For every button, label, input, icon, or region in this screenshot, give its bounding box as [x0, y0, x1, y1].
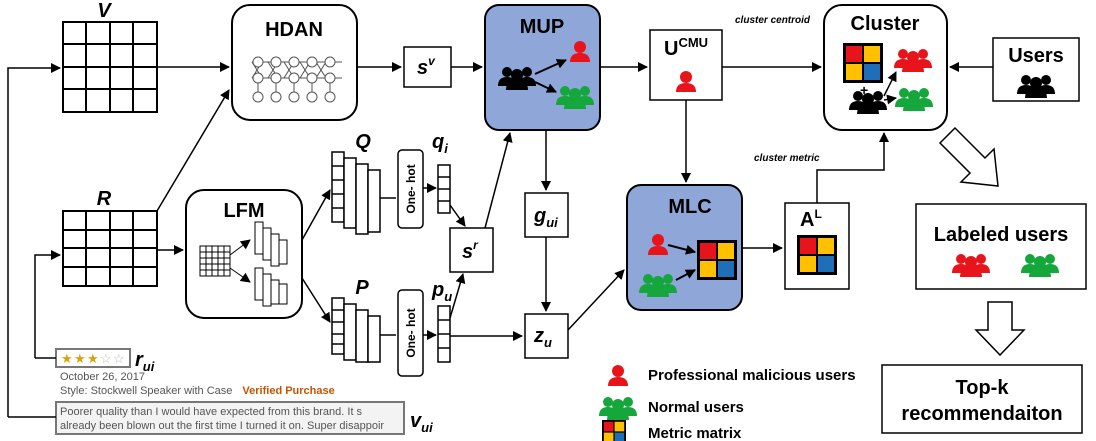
metric-matrix-icon: [797, 235, 837, 275]
connectors: [7, 62, 993, 418]
labeled-users-label: Labeled users: [934, 224, 1069, 246]
p-u-label: pu: [431, 279, 452, 304]
legend-label-0: Professional malicious users: [648, 367, 856, 384]
plus-icon: +: [860, 82, 868, 98]
q-matrix: [331, 151, 381, 235]
cluster-metric-label: cluster metric: [754, 153, 820, 164]
p-matrix: [331, 297, 381, 363]
star-filled-icon: ★: [74, 351, 86, 366]
hollow-arrow-down-right: [938, 126, 999, 187]
g-ui-label: gui: [533, 205, 558, 230]
hdan-label: HDAN: [265, 19, 323, 41]
mlc-label: MLC: [668, 196, 711, 218]
v-matrix-label: V: [97, 0, 112, 22]
legend-label-2: Metric matrix: [648, 425, 742, 441]
cluster-label: Cluster: [851, 13, 920, 35]
one-hot-top-label: One- hot: [404, 164, 418, 213]
r-ui-label: rui: [135, 349, 155, 374]
star-filled-icon: ★: [87, 351, 99, 366]
q-i-label: qi: [432, 131, 448, 156]
metric-matrix-icon: [697, 240, 737, 280]
rating-stars: ★★★☆☆: [61, 351, 125, 366]
star-empty-icon: ☆: [100, 351, 112, 366]
lfm-factor-icon: [199, 221, 288, 307]
r-matrix: [62, 210, 158, 287]
r-matrix-label: R: [97, 188, 112, 210]
legend-label-1: Normal users: [648, 399, 744, 416]
topk-box: [881, 364, 1083, 434]
s-r-label: sr: [462, 238, 479, 263]
metric-matrix-icon: [602, 420, 626, 441]
green-users-icon: [599, 397, 637, 420]
s-r-box: [449, 227, 494, 273]
topk-line1: Top-k: [956, 377, 1010, 399]
one-hot-bottom-box: [397, 289, 424, 377]
cluster-centroid-label: cluster centroid: [735, 15, 811, 26]
metric-matrix-icon: [843, 43, 883, 83]
q-i-vector: [437, 164, 451, 214]
lfm-label: LFM: [223, 200, 264, 222]
hollow-arrow-down: [974, 301, 1026, 357]
one-hot-top-box: [397, 149, 424, 229]
z-u-label: zu: [533, 325, 552, 350]
a-l-label: AL: [800, 207, 822, 231]
review-line1: Poorer quality than I would have expecte…: [60, 406, 363, 418]
p-matrix-label: P: [355, 277, 369, 299]
u-cmu-label: UCMU: [664, 35, 708, 60]
z-u-box: [524, 313, 569, 359]
topk-line2: recommendaiton: [901, 403, 1062, 425]
star-empty-icon: ☆: [113, 351, 125, 366]
v-ui-label: vui: [410, 410, 433, 435]
review-line2: already been blown out the first time I …: [60, 420, 384, 432]
s-v-box: [403, 46, 452, 88]
g-ui-box: [524, 192, 569, 238]
labeled-users-box: [915, 203, 1087, 290]
p-u-vector: [437, 305, 451, 363]
star-filled-icon: ★: [61, 351, 73, 366]
q-matrix-label: Q: [355, 131, 371, 153]
users-label: Users: [1008, 45, 1064, 67]
v-matrix: [62, 21, 158, 113]
mup-label: MUP: [520, 16, 564, 38]
legend: Professional malicious users Normal user…: [599, 365, 856, 441]
review-date: October 26, 2017: [60, 371, 145, 383]
one-hot-bottom-label: One- hot: [404, 308, 418, 357]
review-text-box: [55, 401, 405, 435]
red-users-icon: [608, 365, 628, 386]
s-v-label: sv: [417, 54, 436, 79]
hdan-network-icon: [251, 56, 342, 103]
